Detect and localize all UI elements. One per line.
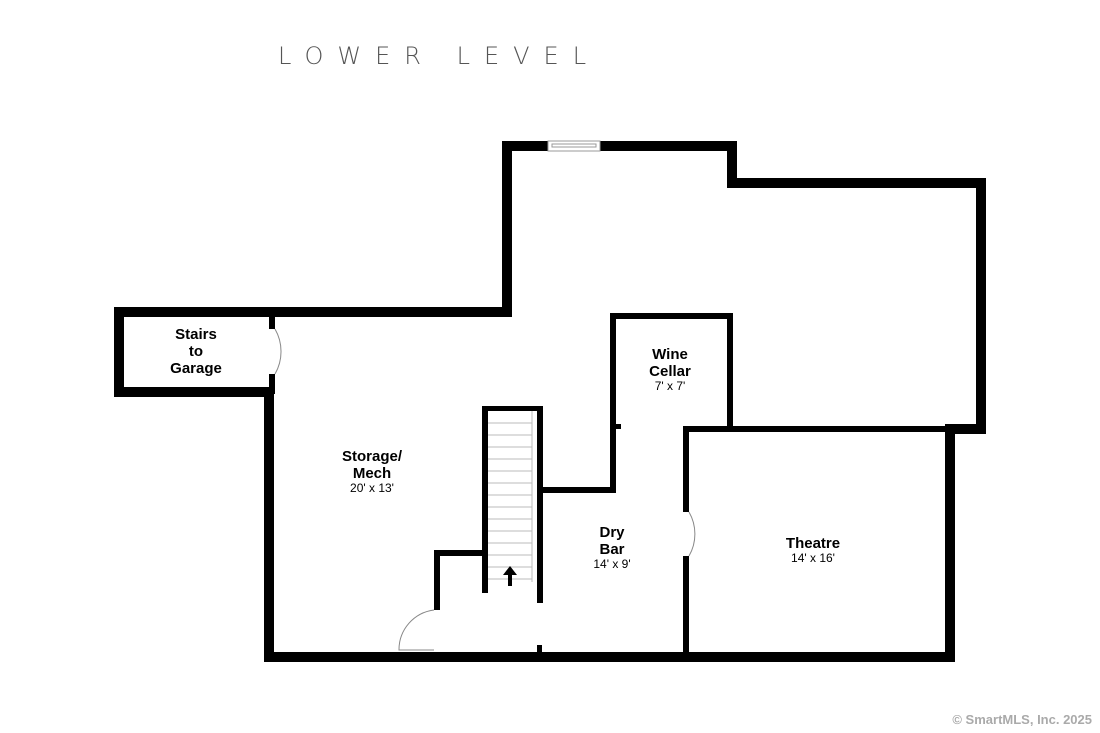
up-arrow-icon: [503, 566, 517, 586]
wall: [683, 426, 689, 512]
wall: [114, 387, 274, 397]
room-dimensions: 7' x 7': [654, 379, 686, 393]
wall: [264, 388, 274, 662]
room-wine-cellar: Wine Cellar 7' x 7': [649, 346, 691, 393]
wall: [537, 406, 543, 603]
wall: [537, 645, 542, 653]
wall: [264, 652, 955, 662]
door-arc: [274, 328, 282, 375]
wall: [610, 313, 616, 492]
wall: [945, 424, 955, 662]
room-dimensions: 20' x 13': [350, 481, 394, 495]
door-swings: [274, 328, 696, 651]
wall: [434, 550, 488, 556]
room-name: Storage/ Mech: [341, 448, 403, 482]
room-name: Dry Bar: [599, 524, 625, 558]
plan-title: LOWER LEVEL: [278, 42, 601, 70]
wall: [114, 307, 124, 397]
wall: [269, 317, 275, 329]
room-dimensions: 14' x 16': [791, 551, 835, 565]
room-name: Stairs to Garage: [170, 326, 222, 377]
door-arc: [398, 609, 435, 651]
room-storage-mech: Storage/ Mech 20' x 13': [342, 448, 402, 495]
room-name: Wine Cellar: [649, 346, 691, 380]
wall: [502, 141, 512, 317]
wall: [502, 141, 737, 151]
wall: [727, 178, 986, 188]
wall: [482, 406, 543, 411]
staircase: (function(){const g=document.currentScri…: [488, 411, 533, 582]
wall: [727, 313, 733, 428]
room-stairs-to-garage: Stairs to Garage: [170, 326, 222, 377]
room-dry-bar: Dry Bar 14' x 9': [593, 524, 630, 571]
door-arc: [688, 511, 696, 557]
wall: [482, 406, 488, 593]
window: [547, 140, 601, 152]
wall: [976, 178, 986, 434]
wall: [727, 141, 737, 188]
wall: [610, 313, 733, 319]
copyright-notice: © SmartMLS, Inc. 2025: [952, 712, 1092, 727]
wall: [683, 426, 955, 432]
wall: [945, 424, 986, 434]
room-dimensions: 14' x 9': [593, 557, 631, 571]
room-theatre: Theatre 14' x 16': [786, 535, 840, 565]
wall: [683, 556, 689, 656]
wall: [114, 307, 512, 317]
room-name: Theatre: [785, 535, 841, 552]
wall: [616, 424, 621, 429]
wall: [269, 374, 275, 394]
walls: [114, 141, 986, 662]
wall: [537, 487, 616, 493]
wall: [434, 550, 440, 610]
